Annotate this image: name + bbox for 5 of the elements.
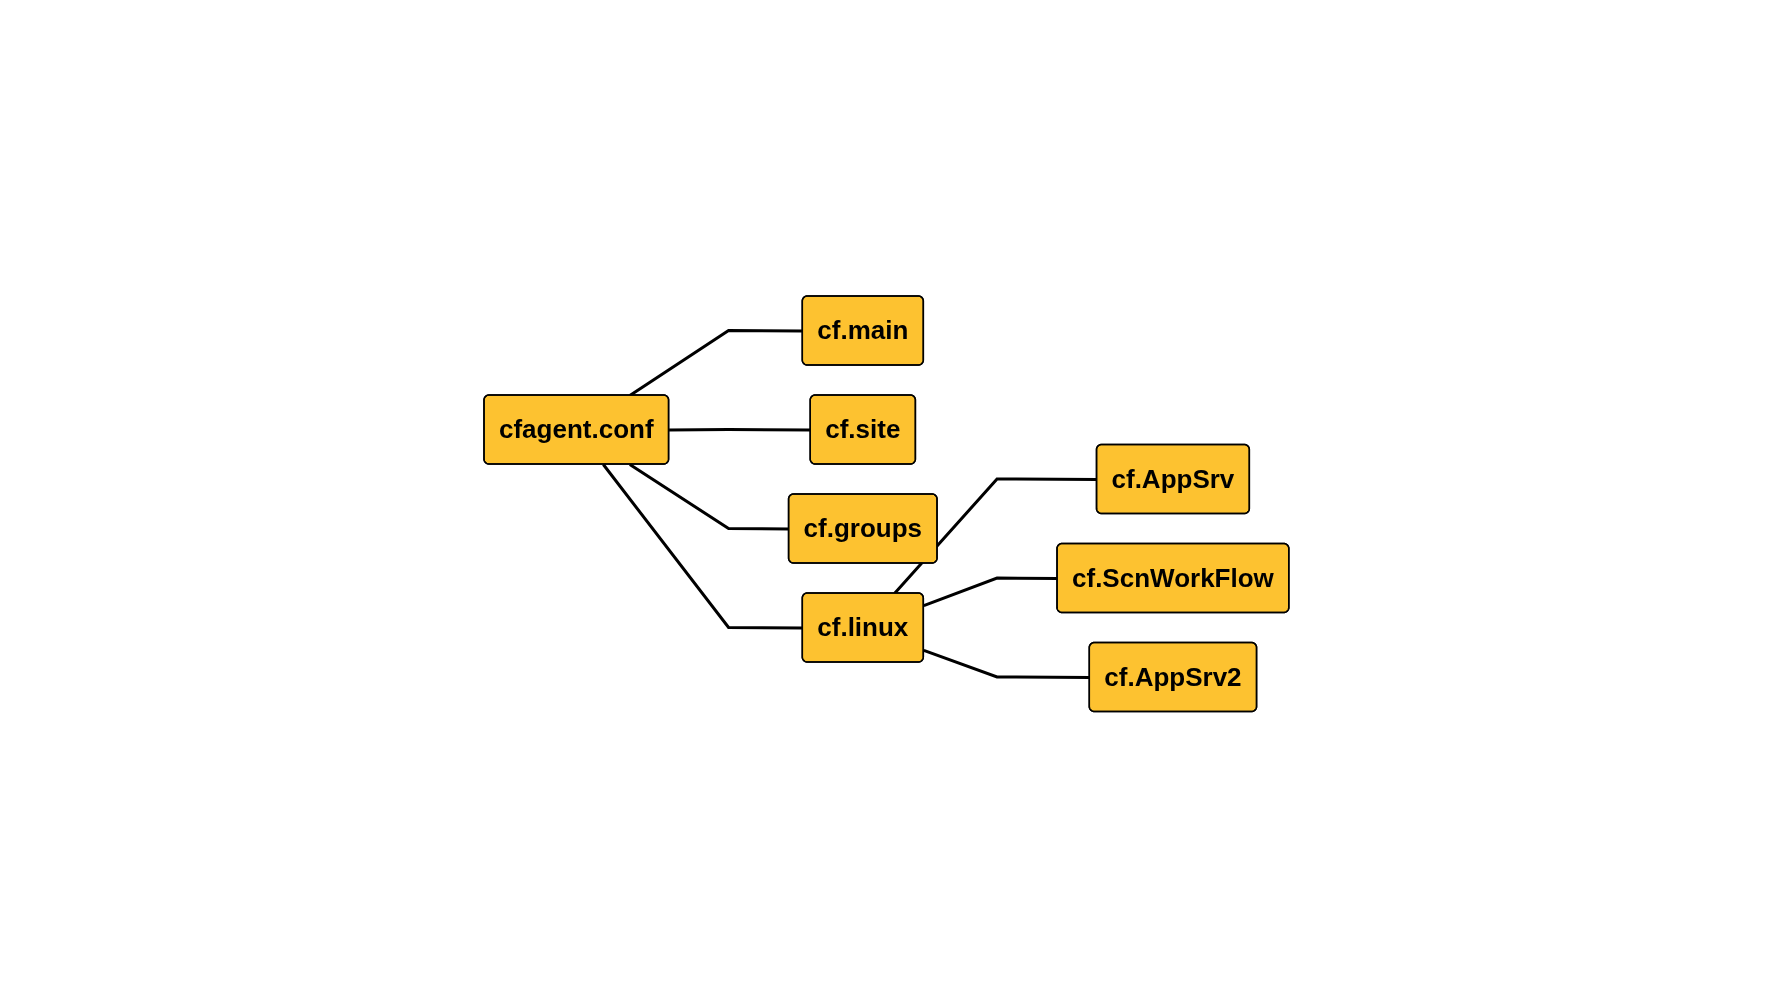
connector <box>669 428 811 432</box>
connector <box>923 576 1058 608</box>
connector <box>602 463 803 630</box>
connector <box>629 329 803 397</box>
connector <box>923 649 1090 680</box>
